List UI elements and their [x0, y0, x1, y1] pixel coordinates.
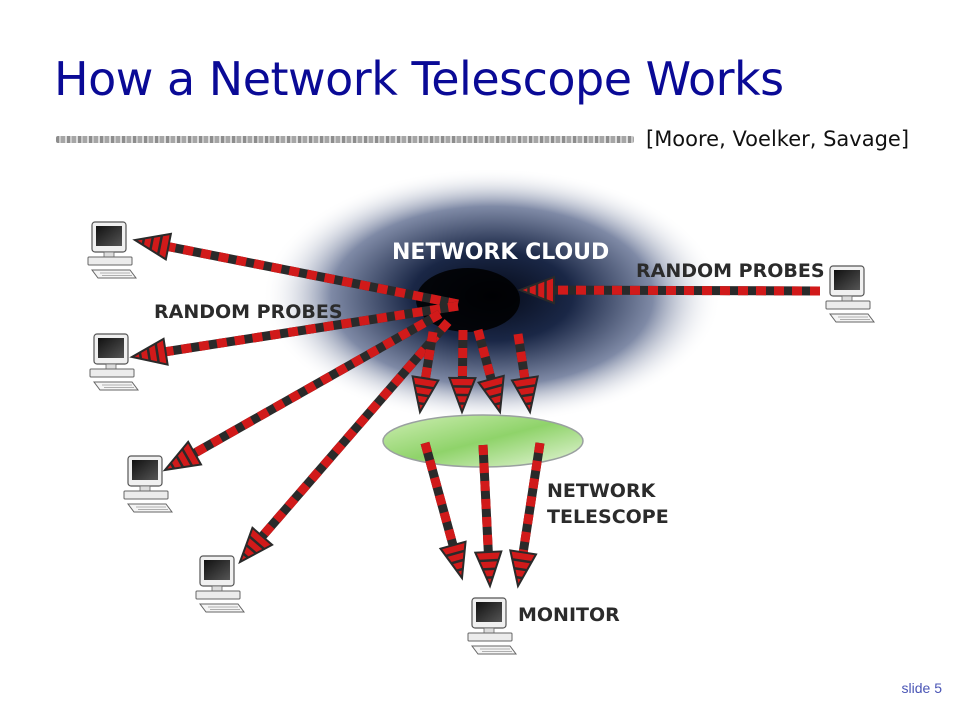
probe-arrow	[162, 310, 443, 472]
network-telescope-label-line1: NETWORK	[547, 480, 657, 502]
network-telescope-label-line2: TELESCOPE	[547, 506, 669, 528]
probe-arrows	[129, 232, 821, 589]
citation: [Moore, Voelker, Savage]	[646, 127, 910, 151]
computer-icon	[87, 221, 137, 279]
computer-icon	[89, 333, 139, 391]
network-cloud-label: NETWORK CLOUD	[392, 240, 609, 265]
probe-arrow	[473, 328, 505, 415]
computer-icon	[825, 265, 875, 323]
probe-arrow	[420, 441, 467, 581]
slide-number: slide 5	[901, 680, 942, 696]
probe-arrow	[411, 331, 440, 415]
slide-title: How a Network Telescope Works	[54, 52, 784, 106]
probe-arrow	[447, 329, 477, 415]
probe-arrow	[129, 301, 459, 366]
probe-arrow	[510, 333, 539, 415]
probe-arrow	[132, 232, 459, 309]
monitor-computer-icon	[467, 597, 517, 655]
probe-arrow	[517, 275, 821, 305]
computer-icon	[195, 555, 245, 613]
random-probes-label-right: RANDOM PROBES	[636, 260, 825, 282]
probe-arrow	[473, 444, 503, 589]
monitor-label: MONITOR	[518, 604, 620, 626]
probe-arrow	[238, 319, 452, 565]
probe-arrow	[509, 442, 545, 589]
random-probes-label-left: RANDOM PROBES	[154, 301, 343, 323]
title-divider	[56, 136, 634, 143]
computer-icon	[123, 455, 173, 513]
